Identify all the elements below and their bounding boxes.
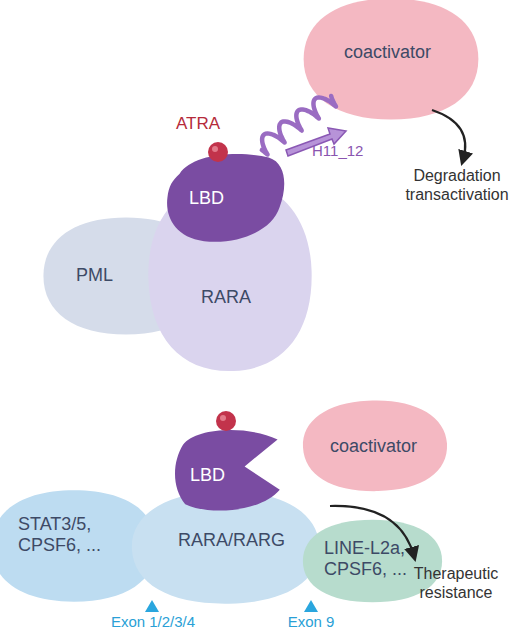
node-outline [172, 425, 282, 515]
node-label: RARA/RARG [178, 530, 298, 551]
node-label: PML [76, 265, 156, 286]
atra-ligand [208, 142, 228, 162]
breakpoint-marker [145, 600, 159, 612]
coactivator-protein: coactivator [300, 398, 450, 493]
node-outline-path [167, 154, 284, 242]
node-label: coactivator [344, 42, 464, 63]
outcome-label: Therapeutic resistance [396, 564, 516, 602]
node-outline-path [303, 401, 447, 492]
node-label: RARA [201, 287, 291, 308]
breakpoint-marker [304, 600, 318, 612]
exon-label: Exon 1/2/3/4 [88, 612, 218, 631]
node-label: LBD [189, 188, 249, 209]
outcome-arrow [432, 110, 465, 160]
outcome-arrow [330, 506, 414, 556]
node-label: LBD [190, 465, 240, 486]
ligand-highlight [220, 415, 226, 421]
ligand-binding-domain: LBD [165, 150, 287, 245]
node-label: STAT3/5, CPSF6, ... [18, 514, 128, 556]
node-outline-path [304, 0, 479, 119]
truncated-ligand-binding-domain: LBD [172, 425, 282, 515]
ligand-highlight [212, 146, 218, 152]
coactivator-protein: coactivator [300, 0, 482, 122]
atra-ligand [216, 411, 236, 431]
helix-label: H11_12 [312, 141, 382, 160]
node-outline-path [175, 430, 280, 510]
node-label: coactivator [330, 436, 440, 457]
node-outline [165, 150, 287, 245]
outcome-label: Degradation transactivation [394, 166, 520, 204]
ligand-label: ATRA [176, 114, 236, 133]
exon-label: Exon 9 [266, 612, 356, 631]
